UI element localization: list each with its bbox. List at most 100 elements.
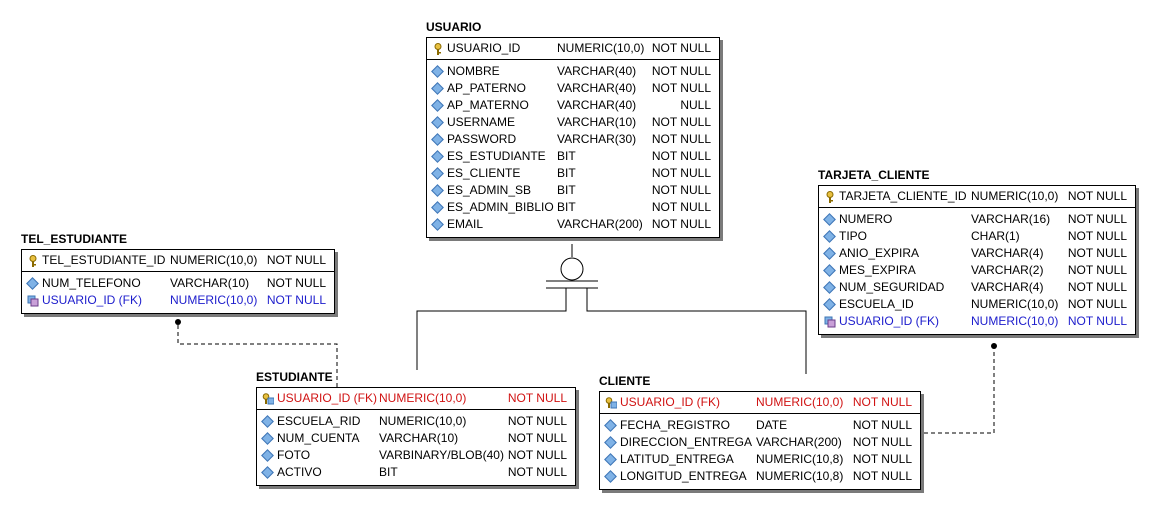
entity-usuario[interactable]: USUARIO USUARIO_ID NUMERIC(10,0) NOT NUL… [426,20,720,238]
primary-key-icon [434,43,442,55]
entity-name: USUARIO [426,20,482,34]
column-row-pk-fk: USUARIO_ID (FK) NUMERIC(10,0) NOT NULL [257,390,575,407]
foreign-key-icon [824,316,836,328]
column-type: VARCHAR(40) [557,64,637,78]
column-nullability: NOT NULL [651,149,711,163]
column-nullability: NOT NULL [651,132,711,146]
attribute-icon [604,419,617,432]
column-nullability: NULL [680,98,711,112]
column-nullability: NOT NULL [651,115,711,129]
attribute-icon [604,453,617,466]
entity-estudiante[interactable]: ESTUDIANTE USUARIO_ID (FK) NUMERIC(10,0)… [256,370,576,486]
column-type: VARCHAR(30) [557,132,637,146]
column-name: TIPO [839,229,868,243]
column-name: USUARIO_ID (FK) [839,314,940,328]
primary-key-icon [826,191,834,203]
column-type: BIT [557,183,576,197]
attribute-icon [431,218,444,231]
column-name: USUARIO_ID (FK) [620,395,721,409]
column-type: NUMERIC(10,8) [756,469,844,483]
column-nullability: NOT NULL [1067,314,1127,328]
column-nullability: NOT NULL [651,183,711,197]
column-type: VARCHAR(200) [557,217,643,231]
column-row-fk: USUARIO_ID (FK)NUMERIC(10,0)NOT NULL [819,313,1135,330]
column-nullability: NOT NULL [1067,297,1127,311]
column-type: VARCHAR(40) [557,98,637,112]
attribute-icon [261,466,274,479]
column-type: NUMERIC(10,0) [756,395,844,409]
entity-tarjeta-cliente[interactable]: TARJETA_CLIENTE TARJETA_CLIENTE_ID NUMER… [818,168,1136,335]
column-name: NOMBRE [447,64,500,78]
pk-section: USUARIO_ID (FK) NUMERIC(10,0) NOT NULL [600,392,920,414]
column-row-pk-fk: USUARIO_ID (FK) NUMERIC(10,0) NOT NULL [600,394,920,411]
column-nullability: NOT NULL [651,166,711,180]
attribute-icon [26,277,39,290]
pk-section: USUARIO_ID (FK) NUMERIC(10,0) NOT NULL [257,388,575,410]
column-type: BIT [379,465,398,479]
entity-cliente[interactable]: CLIENTE USUARIO_ID (FK) NUMERIC(10,0) NO… [599,374,921,490]
column-type: VARCHAR(2) [971,263,1044,277]
column-name: NUM_TELEFONO [42,276,141,290]
column-nullability: NOT NULL [266,276,326,290]
attribute-icon [431,82,444,95]
column-nullability: NOT NULL [852,418,912,432]
column-name: USUARIO_ID (FK) [277,391,378,405]
entity-name: CLIENTE [599,374,651,388]
primary-foreign-key-icon [262,393,274,405]
attribute-icon [823,230,836,243]
subtype-to-cliente-line [586,288,807,374]
column-type: VARCHAR(10) [557,115,637,129]
column-name: USERNAME [447,115,516,129]
column-row: ES_ADMIN_SB BIT NOT NULL [427,182,719,199]
entity-name: TARJETA_CLIENTE [818,168,930,182]
entity-box: USUARIO_ID (FK) NUMERIC(10,0) NOT NULL E… [256,387,576,486]
column-nullability: NOT NULL [1067,246,1127,260]
column-name: ANIO_EXPIRA [839,246,920,260]
column-name: ESCUELA_RID [277,414,361,428]
attribute-icon [604,436,617,449]
column-name: LATITUD_ENTREGA [620,452,734,466]
column-name: NUM_CUENTA [277,431,360,445]
attribute-icon [431,99,444,112]
column-nullability: NOT NULL [651,41,711,55]
column-type: VARCHAR(200) [756,435,842,449]
attribute-icon [823,298,836,311]
column-name: TARJETA_CLIENTE_ID [839,189,967,203]
pk-section: TEL_ESTUDIANTE_ID NUMERIC(10,0) NOT NULL [22,250,334,272]
column-row: USUARIO_ID NUMERIC(10,0) NOT NULL [427,40,719,57]
column-type: BIT [557,149,576,163]
column-row: ANIO_EXPIRA VARCHAR(4) NOT NULL [819,245,1135,262]
column-type: BIT [557,200,576,214]
column-row: AP_MATERNO VARCHAR(40) NULL [427,97,719,114]
column-name: ES_CLIENTE [447,166,521,180]
column-nullability: NOT NULL [507,431,567,445]
column-name: ES_ESTUDIANTE [447,149,546,163]
column-type: NUMERIC(10,0) [971,189,1059,203]
entity-box: USUARIO_ID NUMERIC(10,0) NOT NULL NOMBRE… [426,37,720,238]
attribute-icon [431,167,444,180]
column-row: TEL_ESTUDIANTE_ID NUMERIC(10,0) NOT NULL [22,252,334,269]
column-type: VARCHAR(4) [971,246,1044,260]
column-name: AP_MATERNO [447,98,529,112]
column-name: ES_ADMIN_SB [447,183,532,197]
column-type: NUMERIC(10,0) [170,253,258,267]
entity-tel-estudiante[interactable]: TEL_ESTUDIANTE TEL_ESTUDIANTE_ID NUMERIC… [21,232,335,314]
column-name: NUM_SEGURIDAD [839,280,945,294]
column-type: DATE [756,418,788,432]
column-name: ESCUELA_ID [839,297,914,311]
